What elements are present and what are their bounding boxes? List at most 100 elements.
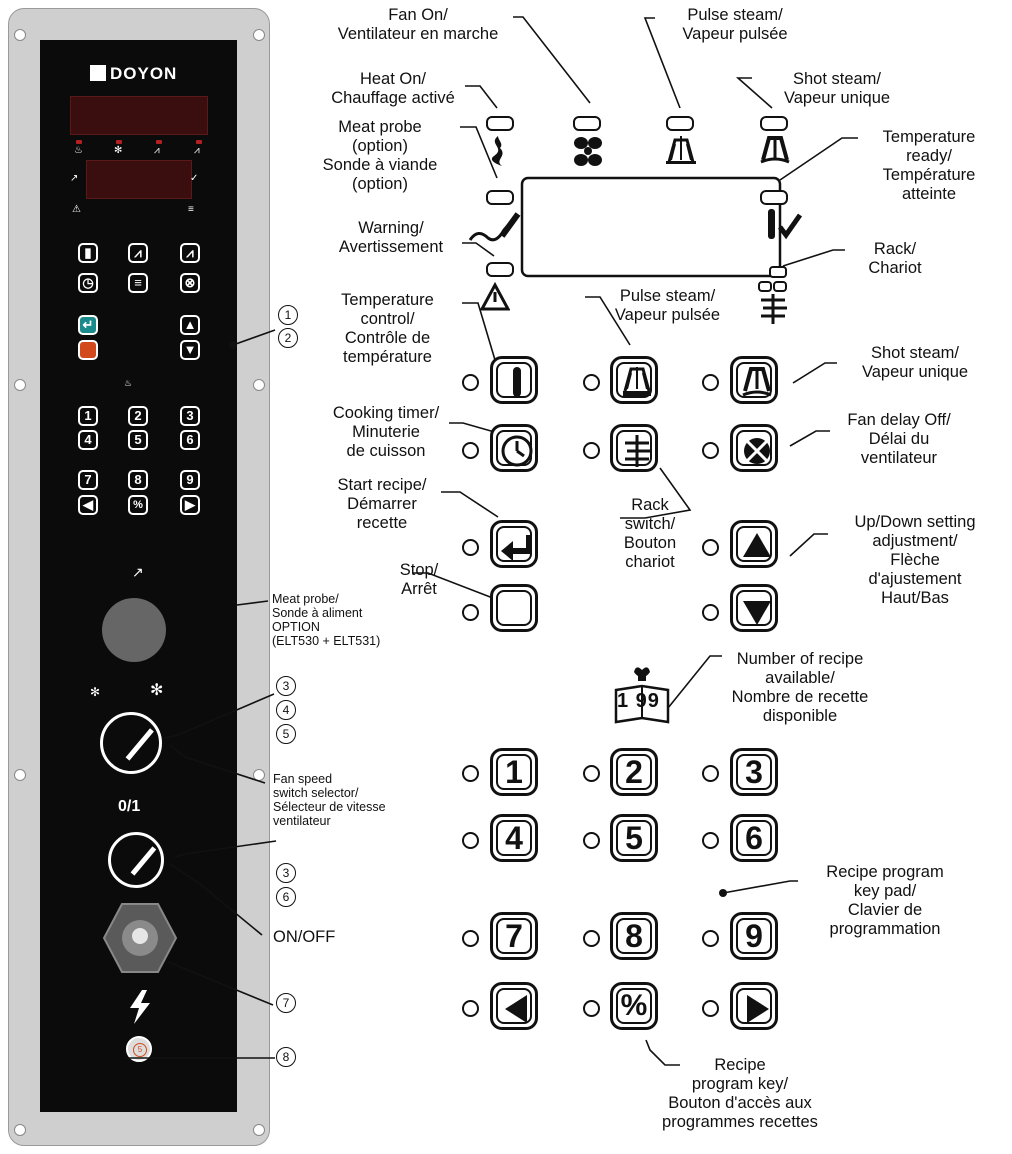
digit-key-6[interactable]: 6: [730, 814, 778, 862]
digit-key-5[interactable]: 5: [610, 814, 658, 862]
start-recipe-key[interactable]: [490, 520, 538, 568]
led-timer: [462, 442, 479, 459]
right-arrow-key[interactable]: [730, 982, 778, 1030]
led-key-left: [462, 1000, 479, 1017]
upper-display: [70, 96, 208, 135]
digit-2: 2: [625, 754, 643, 790]
panel-key-3[interactable]: 3: [180, 406, 200, 426]
digit-9: 9: [745, 918, 763, 954]
panel-key-9[interactable]: 9: [180, 470, 200, 490]
panel-down-key[interactable]: ▼: [180, 340, 200, 360]
digit-key-2[interactable]: 2: [610, 748, 658, 796]
heat-icon: ♨: [74, 145, 83, 156]
digit-key-1[interactable]: 1: [490, 748, 538, 796]
callout-4: 4: [276, 700, 296, 720]
panel-key-2[interactable]: 2: [128, 406, 148, 426]
shot-steam-key[interactable]: [730, 356, 778, 404]
fan-icon: [574, 137, 602, 166]
high-fan-icon: ✻: [150, 682, 164, 699]
up-key[interactable]: [730, 520, 778, 568]
meat-probe-socket[interactable]: [102, 598, 166, 662]
panel-up-key[interactable]: ▲: [180, 315, 200, 335]
label-rack: Rack/ Chariot: [868, 240, 922, 277]
recipe-program-key[interactable]: %: [610, 982, 658, 1030]
callout-3b: 3: [276, 863, 296, 883]
label-fan-delay-off: Fan delay Off/ Délai du ventilateur: [847, 411, 951, 467]
power-bolt-icon: [130, 990, 150, 1024]
label-fan-speed: Fan speed switch selector/ Sélecteur de …: [273, 772, 386, 828]
rack-icon: ≡: [188, 204, 194, 215]
panel-key-6[interactable]: 6: [180, 430, 200, 450]
meat-probe-icon: [468, 212, 521, 242]
panel-key-1[interactable]: 1: [78, 406, 98, 426]
fan-off-icon: [744, 438, 770, 464]
temperature-control-key[interactable]: [490, 356, 538, 404]
led-start: [462, 539, 479, 556]
fan-delay-off-key[interactable]: [730, 424, 778, 472]
callout-8: 8: [276, 1047, 296, 1067]
led-key-2: [583, 765, 600, 782]
power-knob[interactable]: [108, 832, 164, 888]
shot-steam-icon: [760, 136, 790, 164]
rack-indicator: [769, 266, 787, 278]
down-key[interactable]: [730, 584, 778, 632]
digit-key-3[interactable]: 3: [730, 748, 778, 796]
pulse-steam-icon: [666, 136, 696, 164]
mount-hole: [14, 379, 26, 391]
panel-recipe-badge-icon: ♨: [124, 378, 133, 388]
meat-probe-icon: ↗: [70, 173, 79, 184]
warning-icon: [480, 282, 510, 311]
label-recipe-keypad: Recipe program key pad/ Clavier de progr…: [826, 863, 944, 938]
rack-switch-key[interactable]: [610, 424, 658, 472]
lower-display: [86, 160, 192, 199]
panel-rack-key[interactable]: ≡: [128, 273, 148, 293]
panel-start-key[interactable]: ↵: [78, 315, 98, 335]
label-number-of-recipe: Number of recipe available/ Nombre de re…: [731, 650, 869, 725]
panel-left-key[interactable]: ◀: [78, 495, 98, 515]
fan-speed-knob[interactable]: [100, 712, 162, 774]
clock-icon: [501, 435, 533, 467]
digit-1: 1: [505, 754, 523, 790]
label-temperature-ready: Temperature ready/ Température atteinte: [882, 128, 976, 203]
digit-key-7[interactable]: 7: [490, 912, 538, 960]
panel-right-key[interactable]: ▶: [180, 495, 200, 515]
digit-3: 3: [745, 754, 763, 790]
shot-steam-indicator: [760, 116, 788, 131]
digit-key-9[interactable]: 9: [730, 912, 778, 960]
digit-5: 5: [625, 820, 643, 856]
rack-icon: [625, 435, 651, 467]
label-cooking-timer: Cooking timer/ Minuterie de cuisson: [332, 404, 440, 460]
pulse-steam-key[interactable]: [610, 356, 658, 404]
panel-key-5[interactable]: 5: [128, 430, 148, 450]
left-arrow-key[interactable]: [490, 982, 538, 1030]
pulse-steam-indicator: [666, 116, 694, 131]
panel-shot-steam-key[interactable]: ⩘: [180, 243, 200, 263]
panel-key-4[interactable]: 4: [78, 430, 98, 450]
led-key-3: [702, 765, 719, 782]
panel-probe-icon: ↗: [132, 564, 144, 580]
heat-icon: [491, 136, 503, 166]
callout-6: 6: [276, 887, 296, 907]
panel-key-8[interactable]: 8: [128, 470, 148, 490]
mount-hole: [253, 29, 265, 41]
stop-key[interactable]: [490, 584, 538, 632]
callout-7: 7: [276, 993, 296, 1013]
panel-fan-delay-key[interactable]: ⊗: [180, 273, 200, 293]
panel-percent-key[interactable]: %: [128, 495, 148, 515]
panel-stop-key[interactable]: [78, 340, 98, 360]
cable-gland: [102, 903, 178, 973]
panel-pulse-steam-key[interactable]: ⩘: [128, 243, 148, 263]
temp-ready-icon: ✓: [190, 173, 199, 184]
label-on-off: ON/OFF: [273, 928, 336, 946]
led-rack-switch: [583, 442, 600, 459]
brand-logo: DOYON: [90, 64, 177, 84]
panel-key-7[interactable]: 7: [78, 470, 98, 490]
panel-temperature-key[interactable]: ▮: [78, 243, 98, 263]
cooking-timer-key[interactable]: [490, 424, 538, 472]
callout-5: 5: [276, 724, 296, 744]
digit-key-8[interactable]: 8: [610, 912, 658, 960]
digit-key-4[interactable]: 4: [490, 814, 538, 862]
left-arrow-icon: [505, 995, 527, 1023]
panel-timer-key[interactable]: ◷: [78, 273, 98, 293]
recipe-book-icon: [614, 667, 670, 724]
